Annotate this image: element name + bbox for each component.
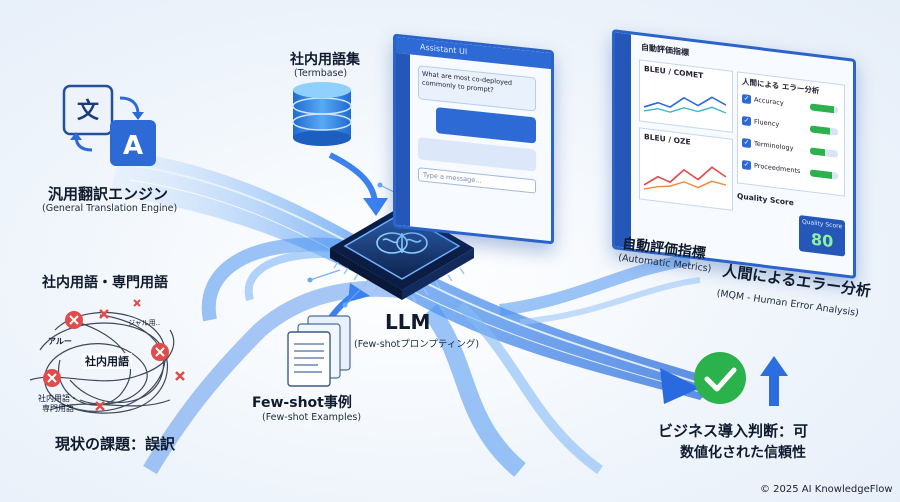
- translate-icon: 文 A: [62, 84, 156, 166]
- checkbox-icon[interactable]: ✓: [742, 115, 751, 127]
- up-arrow-head: [760, 356, 788, 376]
- problem-title: 社内用語・専門用語: [42, 275, 168, 291]
- check-score-bar: [810, 169, 838, 180]
- chat-input[interactable]: Type a message...: [418, 167, 536, 194]
- quality-score-value: 80: [811, 229, 834, 252]
- assistant-ui-window: Assistant UI What are most co-deployed c…: [393, 33, 554, 245]
- result-line-2: 数値化された信頼性: [680, 445, 806, 461]
- assistant-sidebar: [396, 52, 410, 227]
- quality-score-badge: Quality Score 80: [799, 214, 845, 257]
- check-circle-icon: [694, 352, 746, 404]
- lower-right-stream: [422, 304, 526, 477]
- tangle-side-label: アルー: [48, 337, 72, 346]
- engine-label-jp: 汎用翻訳エンジン: [48, 185, 169, 203]
- fewshot-label-en: (Few-shot Examples): [262, 412, 362, 423]
- svg-text:A: A: [123, 131, 143, 161]
- chat-bubble-user: What are most co-deployed commonly to pr…: [418, 65, 536, 112]
- right-branch-stream: [499, 254, 691, 316]
- tangle-lower-label: 社内用語・ 専門用語: [38, 394, 78, 413]
- llm-title: LLM: [385, 310, 431, 334]
- copyright: © 2025 AI KnowledgeFlow: [760, 484, 893, 495]
- quality-badge-label: Quality Score: [802, 218, 843, 231]
- human-analysis-panel: 人間による エラー分析 ✓Accuracy✓Fluency✓Terminolog…: [737, 71, 845, 197]
- tangle-center-label: 社内用語: [82, 353, 132, 369]
- quality-score-label: Quality Score: [737, 191, 794, 208]
- bleu-oze-sparkline: [643, 166, 727, 190]
- bleu-comet-sparkline: [643, 96, 727, 114]
- checkbox-icon[interactable]: ✓: [742, 159, 751, 171]
- quality-score-area: Quality Score: [737, 187, 794, 214]
- dashboard-header: 自動評価指標: [641, 42, 689, 58]
- chat-bubble-assistant: [436, 107, 536, 144]
- error-markers: [43, 299, 185, 411]
- documents-icon: [287, 315, 351, 387]
- termbase-label-en: (Termbase): [294, 68, 348, 79]
- chat-bubble-reply: [418, 137, 536, 172]
- result-line-1: ビジネス導入判断：可: [658, 422, 809, 440]
- check-label: Fluency: [754, 117, 780, 129]
- termbase-arrow: [328, 152, 378, 206]
- bleu-oze-panel: BLEU / OZE: [639, 127, 733, 211]
- check-score-bar: [810, 103, 838, 114]
- check-label: Terminology: [754, 139, 794, 153]
- check-score-bar: [810, 147, 838, 158]
- metrics-dashboard-window: 自動評価指標 BLEU / COMET BLEU / OZE 人間による エラー…: [612, 29, 856, 279]
- check-label: Proceedments: [754, 161, 801, 176]
- up-arrow-shaft: [769, 372, 779, 406]
- fewshot-label-jp: Few-shot事例: [252, 395, 352, 411]
- check-score-bar: [810, 125, 838, 136]
- checkbox-icon[interactable]: ✓: [742, 93, 751, 105]
- svg-text:文: 文: [77, 98, 100, 124]
- dashboard-sidebar: [615, 32, 631, 249]
- check-label: Accuracy: [754, 95, 784, 108]
- tangle-side-label-2: ジャル用..: [128, 319, 161, 327]
- database-icon: [292, 82, 352, 146]
- left-lower-stream: [143, 280, 401, 475]
- bleu-comet-panel: BLEU / COMET: [639, 59, 733, 133]
- problem-caption: 現状の課題：誤訳: [55, 435, 176, 453]
- checkbox-icon[interactable]: ✓: [742, 137, 751, 149]
- engine-label-en: (General Translation Engine): [42, 203, 178, 214]
- bleu-oze-label: BLEU / OZE: [644, 131, 691, 147]
- brain-icon: [376, 232, 428, 254]
- llm-subtitle: (Few-shotプロンプティング): [354, 339, 480, 350]
- termbase-label-jp: 社内用語集: [290, 52, 360, 68]
- result-arrow-head: [660, 368, 700, 404]
- main-stream-lines: [129, 164, 706, 386]
